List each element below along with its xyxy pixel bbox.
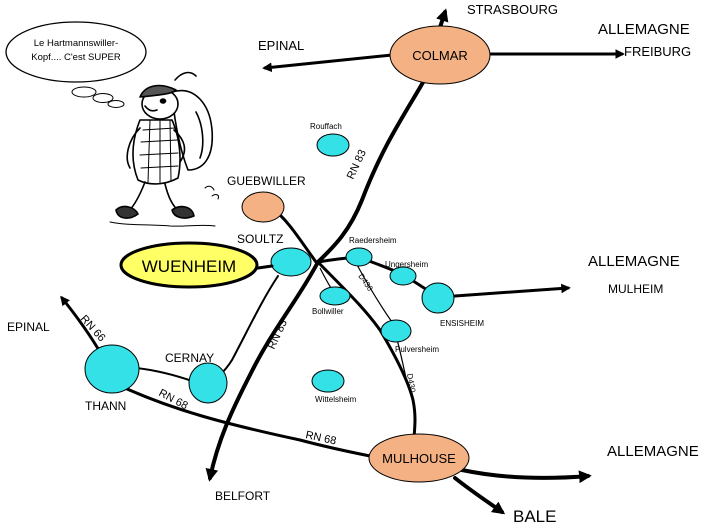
town-soultz[interactable] <box>270 247 312 277</box>
road-label-d430-b: D430 <box>405 373 417 394</box>
label-epinal-top: EPINAL <box>258 38 304 53</box>
label-guebwiller: GUEBWILLER <box>227 174 306 188</box>
town-rouffach[interactable] <box>316 133 350 157</box>
label-rouffach: Rouffach <box>310 122 342 131</box>
label-ensisheim: ENSISHEIM <box>440 319 484 328</box>
label-belfort: BELFORT <box>215 489 271 503</box>
label-freiburg: FREIBURG <box>624 44 691 59</box>
road-label-d430-a: D430 <box>356 272 375 293</box>
town-ungersheim[interactable] <box>389 266 417 286</box>
city-label-colmar: COLMAR <box>412 48 468 63</box>
hiker-icon <box>109 71 219 227</box>
road-ensisheim-mulheim <box>453 283 571 298</box>
label-wittelsheim: Wittelsheim <box>315 395 357 404</box>
city-label-wuenheim: WUENHEIM <box>142 257 236 276</box>
road-junction-ensisheim <box>316 255 440 300</box>
road-cernay-thann <box>135 367 196 383</box>
label-mulheim: MULHEIM <box>608 282 663 296</box>
town-wittelsheim[interactable] <box>311 369 345 393</box>
city-mulhouse[interactable]: MULHOUSE <box>368 433 470 483</box>
city-wuenheim[interactable]: WUENHEIM <box>119 241 259 289</box>
label-epinal-left: EPINAL <box>7 320 50 334</box>
city-label-mulhouse: MULHOUSE <box>382 451 456 466</box>
road-rn68 <box>110 380 372 458</box>
road-rn83-north <box>316 68 432 264</box>
road-label-rn83-south: RN 83 <box>266 318 290 351</box>
label-strasbourg: STRASBOURG <box>467 2 558 17</box>
label-ungersheim: Ungersheim <box>385 260 428 269</box>
town-thann[interactable] <box>84 344 140 394</box>
thought-bubble-icon: Le Hartmannswiller- Kopf.... C'est SUPER <box>5 21 147 108</box>
road-mulhouse-allemagne <box>460 468 592 484</box>
road-label-rn83-north: RN 83 <box>345 148 369 181</box>
label-allemagne-freiburg: ALLEMAGNE <box>598 21 690 38</box>
town-ensisheim[interactable] <box>421 282 455 314</box>
town-cernay[interactable] <box>188 362 228 404</box>
road-rn83-south <box>205 260 320 482</box>
label-pulversheim: Pulversheim <box>395 345 439 354</box>
label-raedersheim: Raedersheim <box>349 236 397 245</box>
road-rn66 <box>60 295 102 354</box>
label-bollwiller: Bollwiller <box>312 307 344 316</box>
city-colmar[interactable]: COLMAR <box>389 25 491 85</box>
road-mulhouse-bale <box>453 476 506 515</box>
road-wuenheim-soultz <box>256 264 274 270</box>
road-label-rn68-a: RN 68 <box>157 387 190 412</box>
road-soultz-cernay <box>214 275 279 381</box>
bubble-line-1: Le Hartmannswiller- <box>34 38 118 49</box>
label-cernay: CERNAY <box>165 351 214 365</box>
label-allemagne-bale: ALLEMAGNE <box>607 443 699 460</box>
town-pulversheim[interactable] <box>380 319 412 343</box>
town-bollwiller[interactable] <box>319 286 351 306</box>
label-thann: THANN <box>85 399 126 413</box>
label-soultz: SOULTZ <box>237 232 283 246</box>
label-bale: BALE <box>513 507 556 526</box>
town-raedersheim[interactable] <box>345 247 373 267</box>
town-guebwiller[interactable] <box>241 191 285 223</box>
label-allemagne-mulheim: ALLEMAGNE <box>588 253 680 270</box>
bubble-line-2: Kopf.... C'est SUPER <box>31 52 121 63</box>
road-colmar-epinal <box>262 53 394 73</box>
